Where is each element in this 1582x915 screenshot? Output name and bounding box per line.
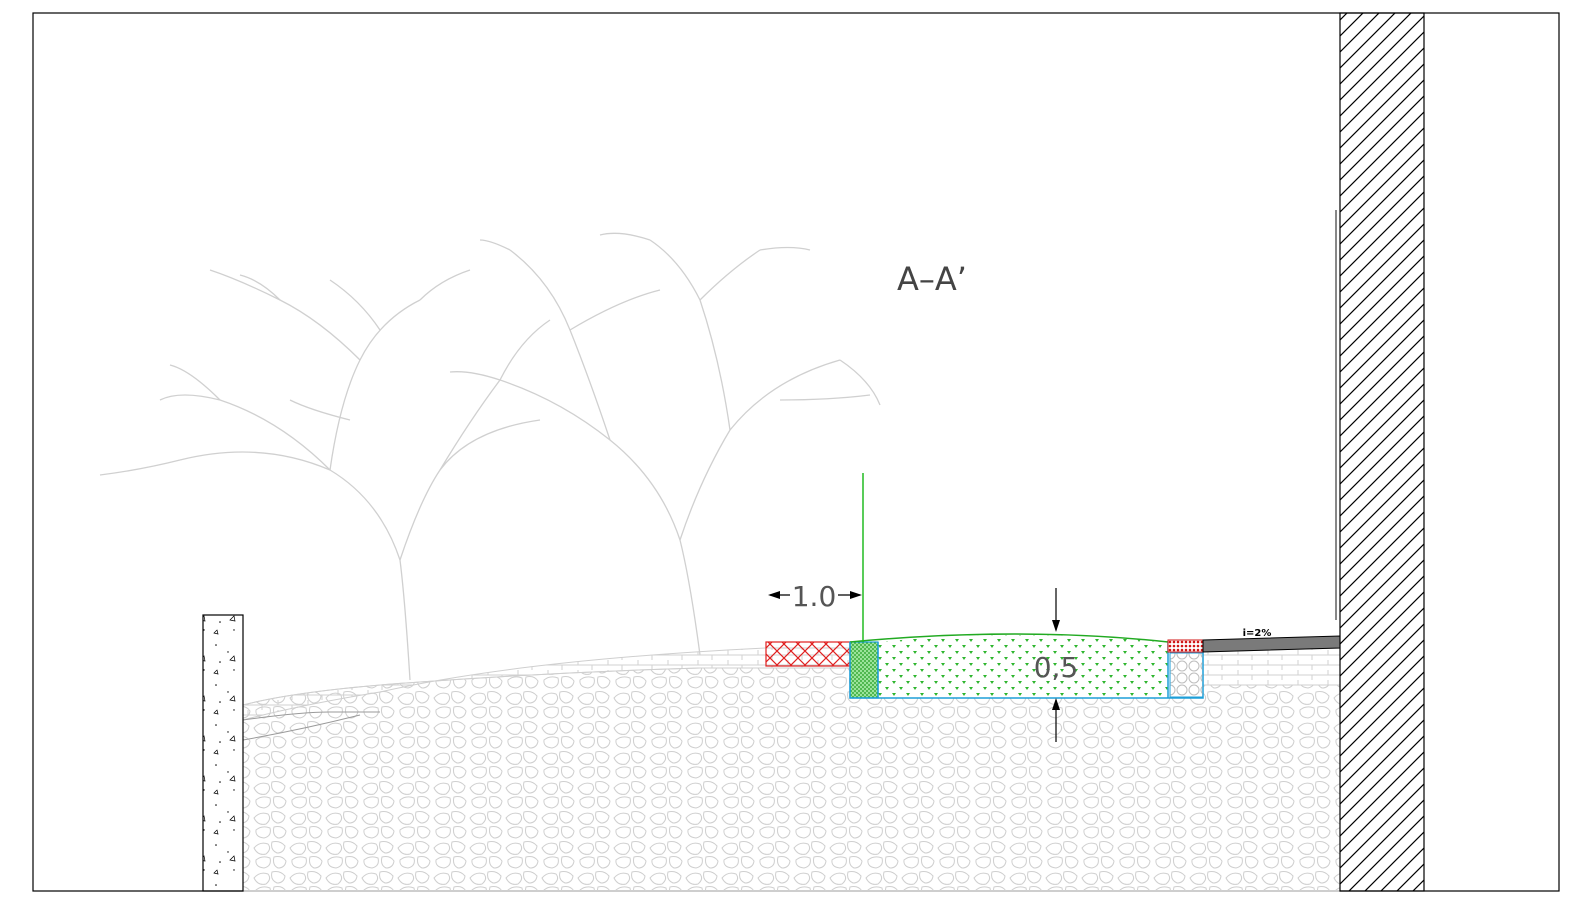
building-wall xyxy=(1339,12,1425,892)
slope-label: i=2% xyxy=(1243,628,1272,639)
red-hatch-block xyxy=(765,641,851,667)
concrete-post xyxy=(202,614,244,892)
gravel-drain xyxy=(1169,652,1204,698)
dimension-vertical xyxy=(1052,588,1060,742)
dimension-vertical-label: 0,5 xyxy=(1034,651,1079,684)
ground-line-left xyxy=(242,711,380,741)
tree-left-icon xyxy=(99,269,551,681)
red-dot-strip xyxy=(1167,639,1204,653)
planting-basin-surface xyxy=(849,633,1169,643)
section-title: A–A’ xyxy=(897,260,967,298)
green-curb xyxy=(849,641,879,699)
dimension-horizontal xyxy=(768,591,862,599)
tree-right-icon xyxy=(449,232,881,656)
dimension-horizontal-label: 1.0 xyxy=(792,580,837,613)
planting-basin xyxy=(878,635,1168,698)
ground-gravel-fill xyxy=(242,667,1341,892)
topsoil-band-right xyxy=(1202,647,1341,686)
